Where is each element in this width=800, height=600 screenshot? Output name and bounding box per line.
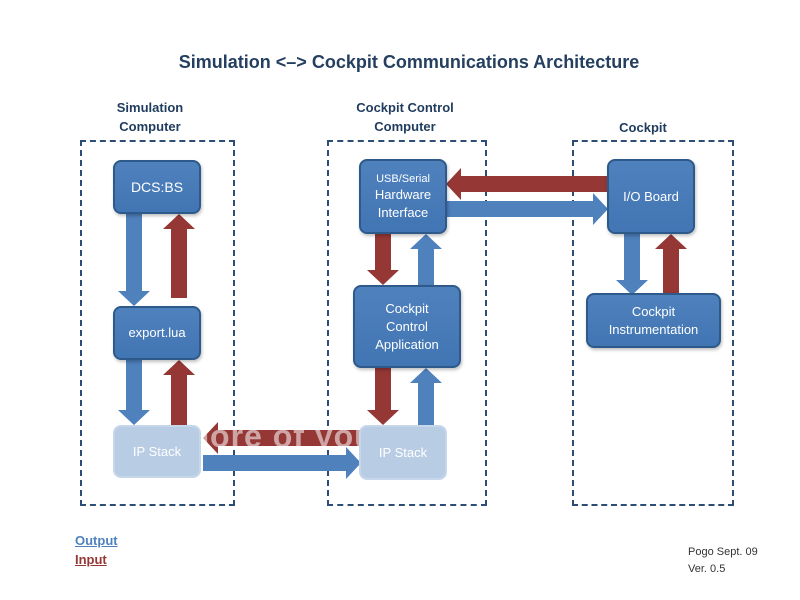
node-app-line2: Control (386, 318, 428, 334)
label-control-line1: Cockpit Control (356, 100, 454, 115)
arrow-app-to-hw (410, 234, 442, 285)
arrow-hw-to-io (446, 193, 608, 225)
credit-version: Ver. 0.5 (688, 563, 726, 575)
node-hardware-interface: USB/Serial Hardware Interface (359, 159, 447, 234)
node-ip-stack-control: IP Stack (359, 425, 447, 480)
arrow-ipstack-to-app (367, 368, 399, 425)
label-control-line2: Computer (374, 119, 436, 134)
legend-input: Input (75, 552, 107, 567)
node-cockpit-control-application: Cockpit Control Application (353, 285, 461, 368)
node-cockpit-instrumentation: Cockpit Instrumentation (586, 293, 721, 348)
node-instr-line2: Instrumentation (608, 321, 699, 337)
arrow-export-to-ipstack (118, 360, 150, 425)
credit-author-date: Pogo Sept. 09 (688, 546, 758, 558)
label-cockpit-control-computer: Cockpit Control Computer (340, 98, 470, 136)
node-ip-stack-simulation-label: IP Stack (132, 443, 182, 459)
node-hw-line1: USB/Serial (376, 172, 430, 185)
zone-simulation-computer (80, 140, 235, 506)
zone-cockpit-control-computer (327, 140, 487, 506)
node-app-line3: Application (375, 336, 439, 352)
arrow-export-to-dcs (163, 214, 195, 298)
label-cockpit-line1: Cockpit (619, 120, 667, 135)
arrow-ctrl-ip-to-sim-ip (203, 422, 361, 454)
legend-output: Output (75, 533, 118, 548)
node-instr-line1: Cockpit (631, 303, 676, 319)
node-dcs-bs-label: DCS:BS (130, 179, 184, 195)
node-ip-stack-simulation: IP Stack (113, 425, 201, 478)
arrow-app-to-ipstack (410, 368, 442, 425)
node-io-board: I/O Board (607, 159, 695, 234)
label-cockpit: Cockpit (598, 118, 688, 137)
arrow-dcs-to-export (118, 214, 150, 306)
credit: Pogo Sept. 09 Ver. 0.5 (688, 544, 758, 578)
arrow-instrumentation-to-io (655, 234, 687, 295)
node-export-lua-label: export.lua (128, 325, 186, 340)
arrow-hw-to-app (367, 234, 399, 285)
arrow-ipstack-to-export (163, 360, 195, 425)
label-simulation-computer: Simulation Computer (100, 98, 200, 136)
node-dcs-bs: DCS:BS (113, 160, 201, 214)
arrow-io-to-instrumentation (616, 234, 648, 295)
zone-cockpit (572, 140, 734, 506)
arrow-sim-ip-to-ctrl-ip (203, 447, 361, 479)
label-simulation-line2: Computer (119, 119, 181, 134)
label-simulation-line1: Simulation (116, 100, 184, 115)
node-export-lua: export.lua (113, 306, 201, 360)
node-io-board-label: I/O Board (623, 188, 679, 204)
node-hw-line2: Hardware (374, 186, 432, 202)
node-hw-line3: Interface (377, 204, 429, 220)
node-ip-stack-control-label: IP Stack (378, 444, 428, 460)
node-app-line1: Cockpit (385, 300, 429, 316)
arrow-io-to-hw (446, 168, 608, 200)
diagram-title: Simulation <–> Cockpit Communications Ar… (178, 52, 640, 72)
